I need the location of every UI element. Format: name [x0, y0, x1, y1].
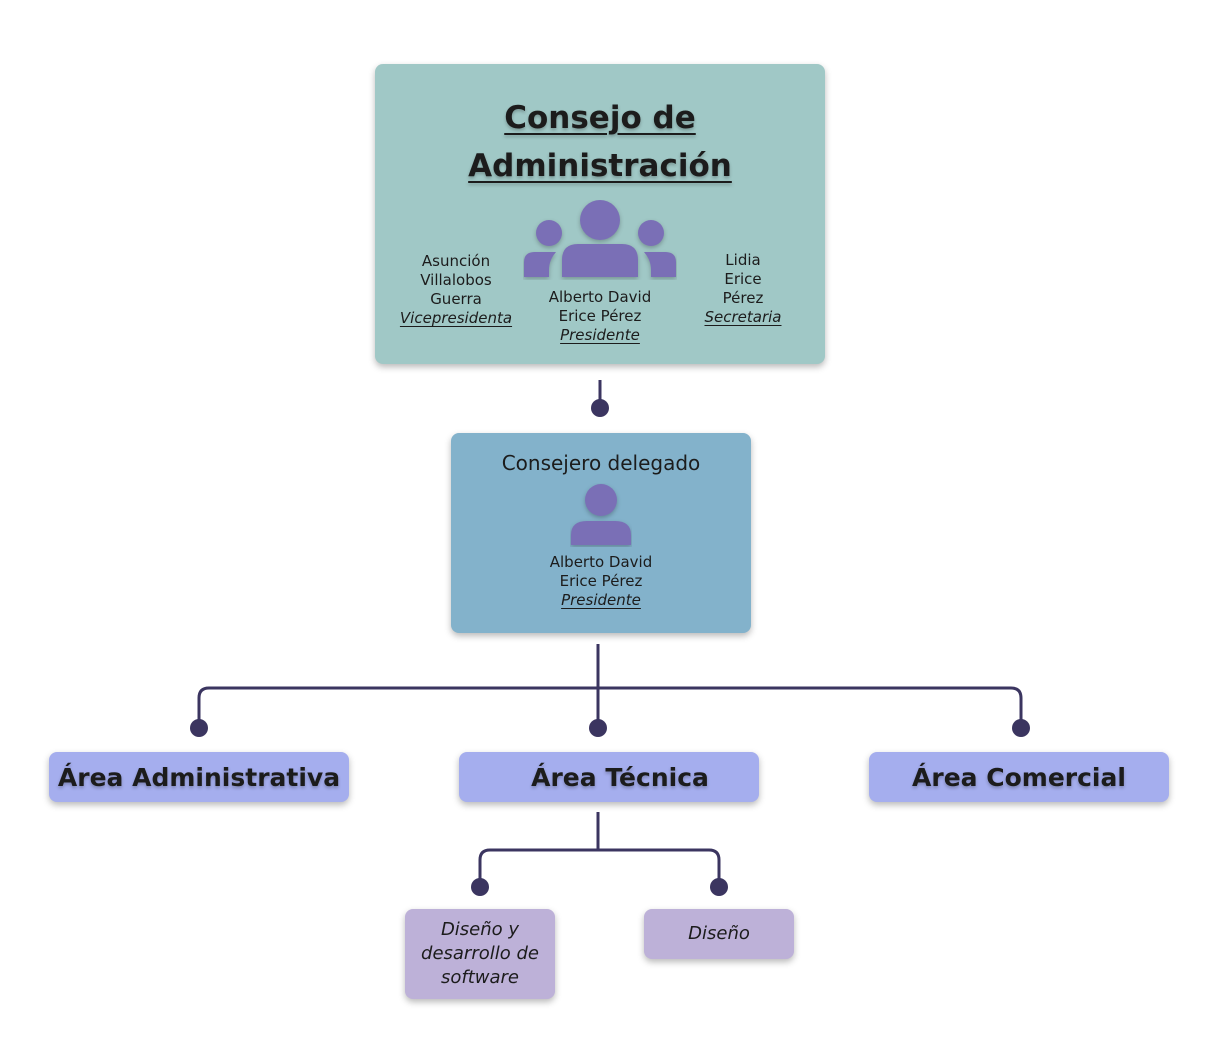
connector-dot: [710, 878, 728, 896]
areas-branch-line: [197, 686, 1023, 728]
vice-president-info: Asunción Villalobos Guerra Vicepresident…: [399, 252, 513, 327]
tecnica-branch-line: [478, 848, 721, 887]
connector-dot: [591, 399, 609, 417]
people-group-icon: [524, 200, 676, 277]
managing-director-node: Consejero delegado Alberto David Erice P…: [451, 433, 751, 633]
area-comercial-node: Área Comercial: [869, 752, 1169, 802]
sub-area-diseno-node: Diseño: [644, 909, 794, 959]
connector-dot: [589, 719, 607, 737]
connector-dot: [471, 878, 489, 896]
area-administrativa-node: Área Administrativa: [49, 752, 349, 802]
secretary-info: Lidia Erice Pérez Secretaria: [704, 251, 782, 326]
connector-dot: [1012, 719, 1030, 737]
president-info: Alberto David Erice Pérez Presidente: [548, 288, 652, 344]
connector-dot: [190, 719, 208, 737]
board-title: Consejo de Administración: [468, 100, 732, 184]
delegate-title: Consejero delegado: [501, 451, 701, 475]
delegate-person-info: Alberto David Erice Pérez Presidente: [549, 553, 653, 609]
sub-area-software-node: Diseño y desarrollo de software: [405, 909, 555, 999]
board-of-directors-node: Consejo de Administración Asunción Villa…: [375, 64, 825, 364]
person-icon: [571, 484, 631, 545]
area-tecnica-node: Área Técnica: [459, 752, 759, 802]
